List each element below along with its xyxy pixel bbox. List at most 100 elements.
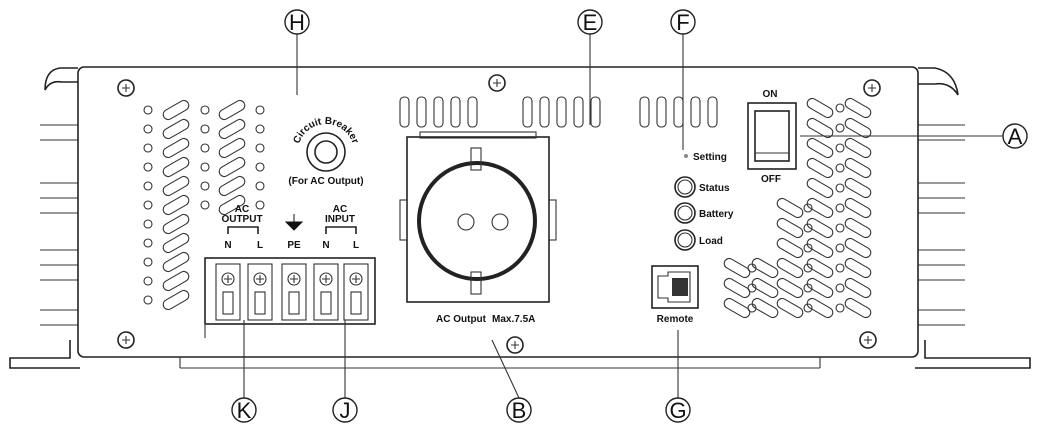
pin-label: L (353, 240, 359, 251)
vent-slot (844, 117, 872, 139)
vent-hole (200, 143, 210, 153)
callout-circle (665, 397, 691, 423)
vent-slot (723, 297, 751, 319)
vent-hole (835, 263, 845, 273)
screw-cross (122, 336, 130, 344)
power-switch[interactable] (747, 102, 797, 170)
vent-slot (806, 177, 834, 199)
callout-b: B (512, 398, 527, 423)
vent-hole (803, 223, 813, 233)
callout-k: K (237, 398, 252, 423)
screw-icon (488, 74, 506, 92)
screw-icon (859, 331, 877, 349)
vent-hole (255, 105, 265, 115)
vent-slot (776, 237, 804, 259)
vent-hole (255, 162, 265, 172)
vent-hole (200, 105, 210, 115)
callout-circle (577, 9, 603, 35)
vent-hole (143, 219, 153, 229)
vent-slot (218, 137, 246, 159)
screw-icon (117, 331, 135, 349)
vent-slot (639, 96, 650, 128)
screws (117, 74, 881, 354)
vent-hole (747, 263, 757, 273)
pin-label: N (224, 240, 231, 251)
terminal-clamp (222, 291, 234, 315)
screw-icon (863, 79, 881, 97)
vent-slot (844, 217, 872, 239)
vent-slot (776, 297, 804, 319)
panel-outline (77, 66, 919, 358)
vent-hole (255, 124, 265, 134)
vent-hole (255, 143, 265, 153)
callout-h: H (289, 10, 305, 35)
terminal (343, 263, 369, 321)
status-led (674, 176, 696, 198)
callout-circle (1002, 123, 1028, 149)
vent-hole (803, 243, 813, 253)
vent-hole (200, 162, 210, 172)
vent-slot (806, 157, 834, 179)
vent-slot (218, 194, 246, 216)
ac-input-label-2: INPUT (325, 214, 355, 225)
vent-slot (690, 96, 701, 128)
terminal-screw-cross (352, 275, 360, 283)
vent-slot (218, 175, 246, 197)
battery-led (674, 202, 696, 224)
vent-slot (433, 96, 444, 128)
terminal (313, 263, 339, 321)
vent-slot (751, 277, 779, 299)
screw-cross (122, 84, 130, 92)
vent-slot (162, 99, 190, 121)
vent-hole (200, 200, 210, 210)
switch-off-label: OFF (761, 174, 781, 185)
vent-slot (162, 270, 190, 292)
vent-slot (723, 277, 751, 299)
vent-hole (835, 183, 845, 193)
vent-slot (162, 137, 190, 159)
remote-port[interactable] (651, 265, 699, 309)
vent-hole (200, 181, 210, 191)
setting-label: Setting (693, 152, 727, 163)
vent-slot (776, 217, 804, 239)
circuit-breaker[interactable]: Circuit Breaker (For AC Output) (288, 116, 363, 187)
vent-slot (399, 96, 410, 128)
vent-hole (835, 283, 845, 293)
callout-circle (284, 9, 310, 35)
callout-circle (231, 397, 257, 423)
terminal-screw-cross (290, 275, 298, 283)
vent-slot (723, 257, 751, 279)
vent-hole (747, 303, 757, 313)
callout-f: F (676, 10, 689, 35)
terminal-screw-icon (349, 272, 363, 286)
pin-label: L (257, 240, 263, 251)
terminal-block[interactable]: AC OUTPUT AC INPUT N L PE N L (204, 204, 376, 325)
vent-slot (806, 257, 834, 279)
vent-slot (162, 289, 190, 311)
vent-slot (844, 257, 872, 279)
vent-slot (806, 117, 834, 139)
vent-slot (162, 156, 190, 178)
vent-slot (776, 277, 804, 299)
vent-slot (844, 177, 872, 199)
vent-hole (835, 243, 845, 253)
vent-slot (806, 137, 834, 159)
left-hook (44, 67, 78, 91)
setting-button[interactable] (684, 154, 688, 158)
callout-circle (332, 397, 358, 423)
vent-hole (803, 303, 813, 313)
vent-slot (416, 96, 427, 128)
terminal-screw-icon (319, 272, 333, 286)
vent-hole (143, 181, 153, 191)
vent-hole (747, 283, 757, 293)
vent-hole (143, 276, 153, 286)
vent-hole (143, 143, 153, 153)
vent-slot (806, 97, 834, 119)
vent-slot (751, 297, 779, 319)
vent-slot (806, 217, 834, 239)
vent-slot (162, 118, 190, 140)
vent-hole (143, 257, 153, 267)
vent-slot (776, 257, 804, 279)
ac-output-socket[interactable] (399, 131, 557, 303)
